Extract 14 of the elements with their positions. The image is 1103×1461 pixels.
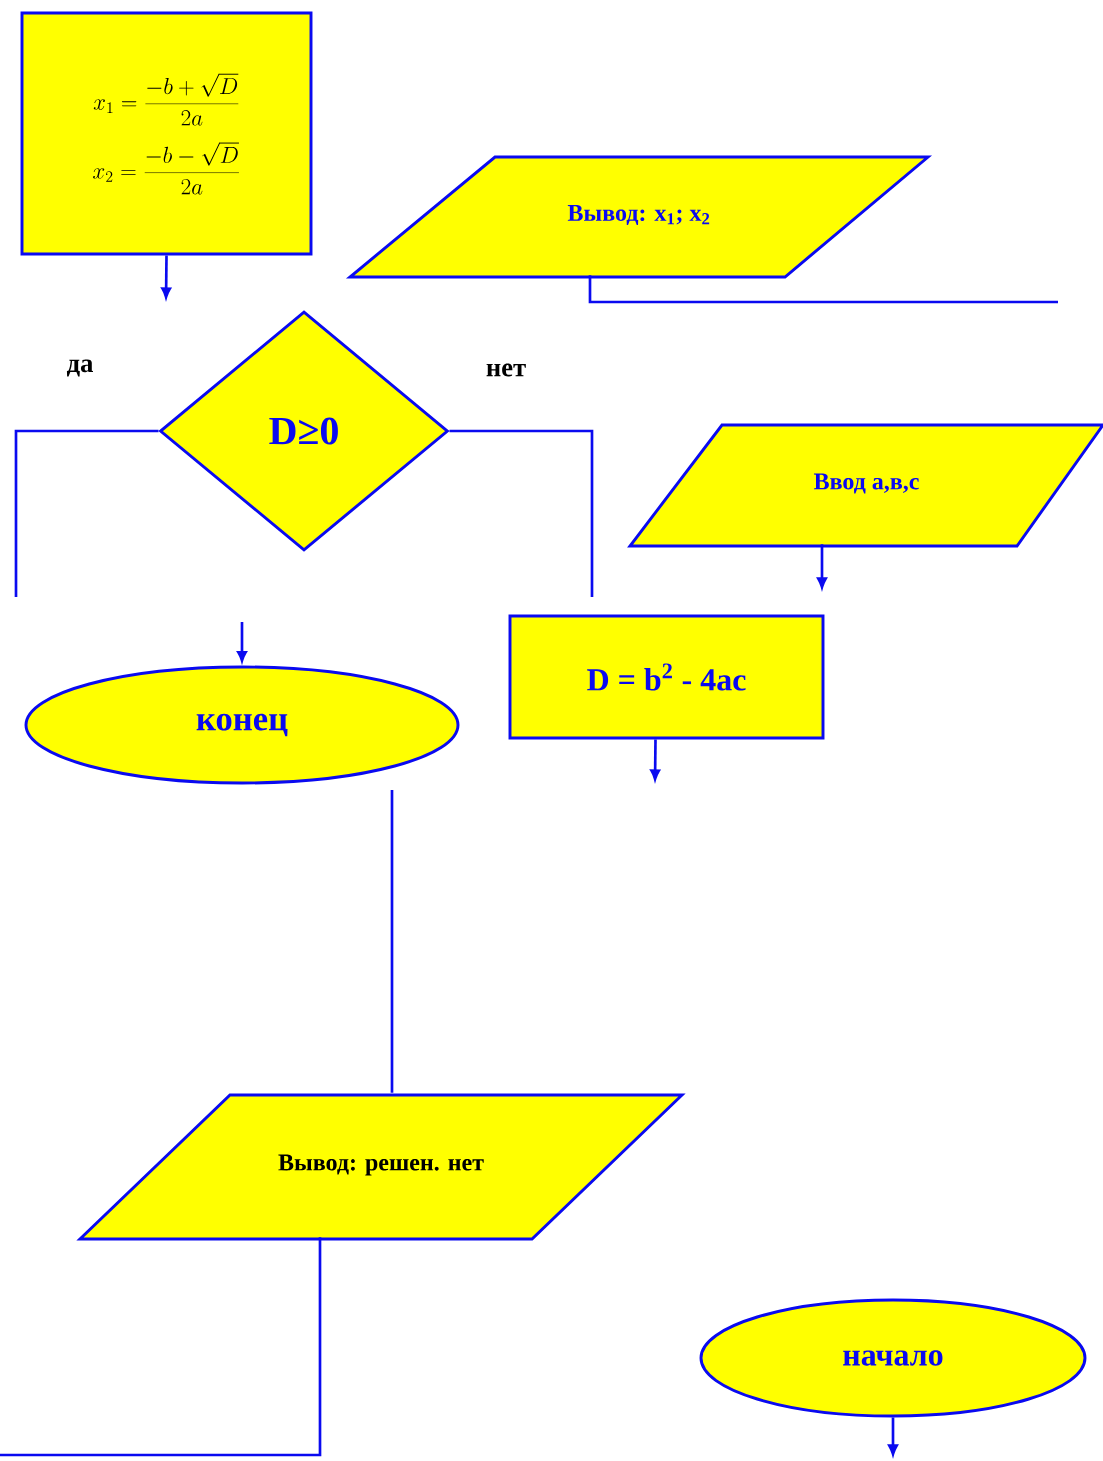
branch-label: нет — [486, 363, 526, 377]
connector — [817, 544, 827, 589]
formula-box: $x_1 = \frac{-b+\sqrt{D}}{2a}$ $x_2 = \frac{-b-\sqrt{D}}{2a}$ — [20, 11, 313, 256]
connector — [161, 255, 172, 299]
branch-label: да — [66, 359, 93, 377]
connector — [14, 429, 159, 597]
connector — [888, 1417, 898, 1456]
process-box: D = b$^{2}$ - 4ac — [508, 614, 825, 740]
connector — [0, 1237, 322, 1457]
connector — [237, 622, 247, 662]
connector — [390, 790, 394, 1093]
connector — [650, 739, 661, 781]
connector — [449, 429, 594, 597]
connector — [588, 275, 1058, 304]
